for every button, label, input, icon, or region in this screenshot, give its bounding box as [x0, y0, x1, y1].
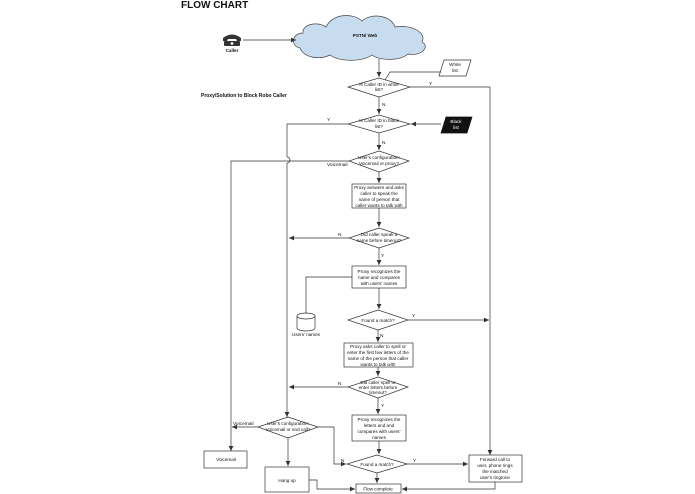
process-recognize-letters-line-4: names — [372, 435, 386, 440]
label-spelled-yes: Y — [381, 403, 385, 409]
label-spoke-yes: Y — [381, 253, 385, 259]
white-list-line-2: list — [452, 68, 458, 73]
decision-found-match-1-label: Found a match? — [361, 318, 395, 323]
process-proxy-asks-speak-line-2: caller to speak the — [360, 191, 398, 196]
label-spelled-no: N — [338, 381, 342, 387]
process-voicemail — [203, 450, 248, 469]
label-config2-voicemail: Voicemail — [233, 421, 254, 427]
process-hang-up — [264, 466, 310, 493]
label-spoke-no: N — [338, 232, 342, 238]
cloud-label: PSTN/ Web — [353, 33, 378, 38]
label-match1-yes: Y — [412, 313, 416, 319]
decision-user-config-proxy-line-2: Voicemail or proxy? — [359, 161, 400, 166]
process-spell-letters-line-4: wants to talk with — [361, 362, 396, 367]
decision-user-config-end-call-line-1: User's configuration: — [267, 421, 309, 426]
process-recognize-name-line-3: with users' names — [361, 281, 398, 286]
label-white-yes: Y — [429, 81, 433, 87]
decision-user-config-proxy-line-1: User's configuration: — [358, 155, 400, 160]
process-spell-letters-line-3: name of the person that caller — [348, 356, 409, 361]
process-forward-call-line-1: Forward call to — [480, 457, 511, 462]
label-match1-no: N — [380, 333, 384, 339]
decision-black-list-line-2: list? — [375, 124, 384, 129]
process-forward-call-line-2: user, phone rings — [477, 463, 513, 468]
process-proxy-asks-speak-line-4: caller wants to talk with — [355, 203, 403, 208]
process-spell-letters — [343, 342, 414, 368]
label-match2-yes: Y — [413, 458, 417, 464]
process-recognize-name-line-1: Proxy recognizes the — [358, 269, 401, 274]
white-list-data — [438, 59, 472, 77]
decision-white-list-line-1: Is Caller ID in white — [359, 82, 399, 87]
process-proxy-asks-speak-line-1: Proxy answers and asks — [354, 185, 404, 190]
black-list-line-1: Black — [450, 119, 462, 124]
label-black-no: N — [382, 140, 386, 146]
decision-spelled-line-2: enter letters before — [359, 385, 398, 390]
decision-found-match-2-label: Found a match? — [360, 462, 394, 467]
users-names-database — [296, 312, 316, 332]
process-hang-up-label: Hang up — [278, 478, 296, 483]
label-match2-no: N — [341, 458, 345, 464]
process-recognize-name-line-2: name and compares — [358, 275, 401, 280]
black-list-line-2: list — [453, 125, 459, 130]
decision-user-config-end-call-line-2: Voicemail or end call? — [266, 427, 311, 432]
decision-spelled-line-3: timeout? — [369, 390, 387, 395]
decision-spoke-name-line-2: name before timeout? — [357, 238, 402, 243]
terminal-flow-complete-label: Flow complete — [363, 487, 393, 492]
caller-label: Caller — [226, 48, 239, 53]
process-recognize-letters-line-1: Proxy recognizes the — [358, 417, 401, 422]
black-list-data — [440, 116, 473, 134]
connectors — [228, 37, 496, 492]
decision-spelled-line-1: Did caller spell or — [360, 380, 396, 385]
diagram-subtitle: Proxy/Solution to Block Robo Caller — [201, 93, 287, 99]
process-forward-call — [468, 454, 523, 483]
process-voicemail-label: Voicemail — [216, 457, 236, 462]
users-names-database-label: Users' names — [292, 332, 321, 337]
process-forward-call-line-3: the matched — [482, 469, 508, 474]
process-recognize-letters-line-2: letters and and — [364, 423, 395, 428]
process-spell-letters-line-2: enter the first few letters of the — [347, 350, 409, 355]
telephone-icon — [223, 34, 241, 46]
process-recognize-letters-line-3: compares with users' — [357, 429, 400, 434]
terminal-flow-complete — [355, 483, 402, 494]
process-spell-letters-line-1: Proxy asks caller to spell or — [350, 344, 406, 349]
label-white-no: N — [382, 102, 386, 108]
decision-spoke-name-line-1: Did caller speak a — [361, 232, 398, 237]
process-proxy-asks-speak-line-3: name of person that — [359, 197, 401, 202]
label-black-yes: Y — [327, 117, 331, 123]
page-title: FLOW CHART — [181, 0, 249, 11]
process-forward-call-line-4: user's ringtone — [480, 475, 510, 480]
decision-white-list-line-2: list? — [375, 87, 384, 92]
label-config-voicemail: Voicemail — [327, 162, 348, 168]
pstn-web-cloud — [293, 15, 426, 61]
white-list-line-1: White — [449, 62, 461, 67]
process-proxy-asks-speak — [351, 183, 407, 209]
decision-black-list-line-1: Is Caller ID in black — [359, 118, 399, 123]
